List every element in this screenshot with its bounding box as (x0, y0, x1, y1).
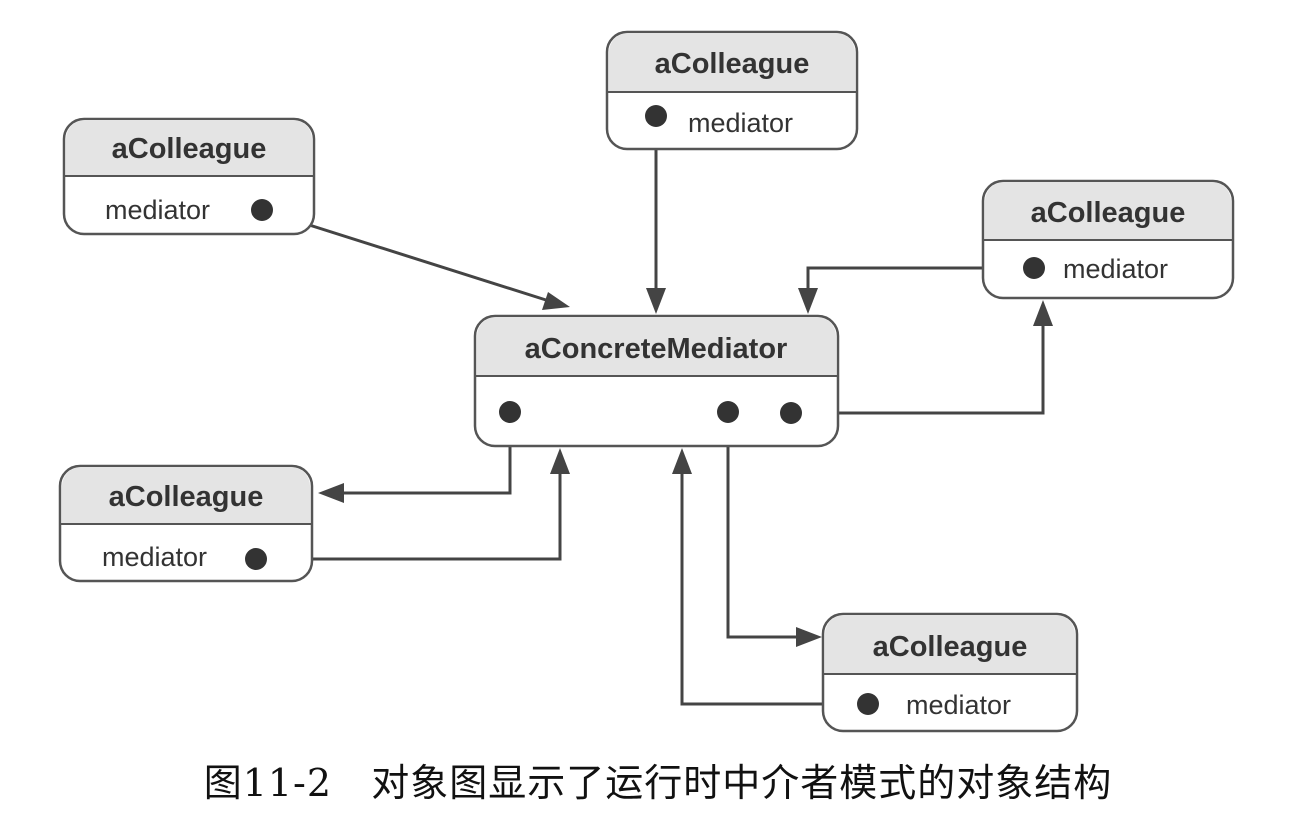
mediator-field-label: mediator (105, 195, 210, 225)
colleague-reference-dot (717, 401, 739, 423)
colleague-reference-dot (499, 401, 521, 423)
arrowhead (542, 292, 570, 310)
arrowhead (672, 448, 692, 474)
mediator-field-label: mediator (688, 108, 793, 138)
mediator-title: aConcreteMediator (525, 333, 788, 365)
arrowhead (796, 627, 822, 647)
mediator-reference-dot (857, 693, 879, 715)
colleague-box-lower-left: aColleague mediator (58, 464, 314, 583)
arrowhead (550, 448, 570, 474)
mediator-reference-dot (645, 105, 667, 127)
figure-caption: 图11-2 对象图显示了运行时中介者模式的对象结构 (203, 761, 1113, 805)
mediator-reference-dot (245, 548, 267, 570)
mediator-field-label: mediator (102, 542, 207, 572)
colleague-title: aColleague (112, 133, 267, 165)
mediator-field-label: mediator (906, 690, 1011, 720)
connector-lower-left-colleague-to-mediator (256, 474, 562, 561)
colleague-reference-dot (780, 402, 802, 424)
colleague-title: aColleague (109, 481, 264, 513)
mediator-reference-dot (251, 199, 273, 221)
connector-mediator-to-right-colleague (791, 326, 1045, 415)
colleague-title: aColleague (655, 48, 810, 80)
arrowhead (798, 288, 818, 314)
concrete-mediator-box: aConcreteMediator (473, 314, 840, 448)
connector-right-colleague-to-mediator (806, 266, 1034, 290)
mediator-object-diagram: aColleague mediator aColleague mediator … (58, 30, 1235, 733)
arrowhead (318, 483, 344, 503)
colleague-box-right: aColleague mediator (981, 179, 1235, 300)
colleague-box-upper-left: aColleague mediator (62, 117, 316, 236)
colleague-title: aColleague (873, 631, 1028, 663)
colleague-box-lower-right: aColleague mediator (821, 612, 1079, 733)
mediator-reference-dot (1023, 257, 1045, 279)
connector-lower-right-colleague-to-mediator (680, 474, 868, 706)
colleague-box-top: aColleague mediator (605, 30, 859, 151)
arrowhead (1033, 300, 1053, 326)
mediator-field-label: mediator (1063, 254, 1168, 284)
colleague-title: aColleague (1031, 197, 1186, 229)
connector-mediator-to-lower-right-colleague (726, 412, 796, 639)
arrowhead (646, 288, 666, 314)
